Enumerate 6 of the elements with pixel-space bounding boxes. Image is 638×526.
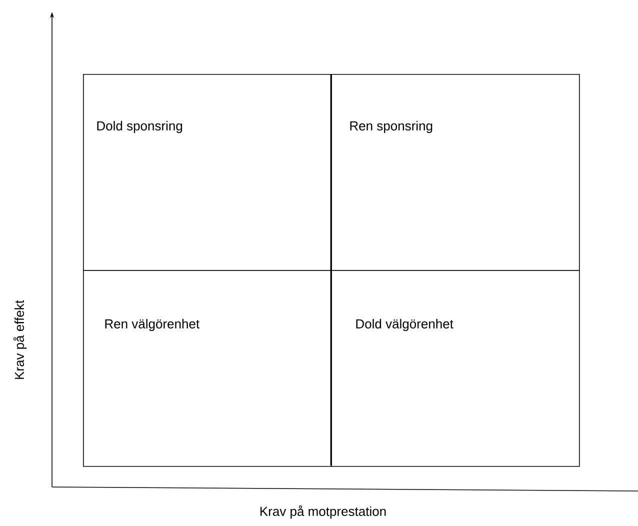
quadrant-box: Ren välgörenhet <box>83 270 332 467</box>
axis-label: Krav på effekt <box>13 300 27 379</box>
quadrant-box: Ren sponsring <box>331 74 580 271</box>
quadrant-box: Dold välgörenhet <box>331 270 580 467</box>
axis-label: Krav på motprestation <box>260 505 386 519</box>
quadrant-box: Dold sponsring <box>83 74 332 271</box>
